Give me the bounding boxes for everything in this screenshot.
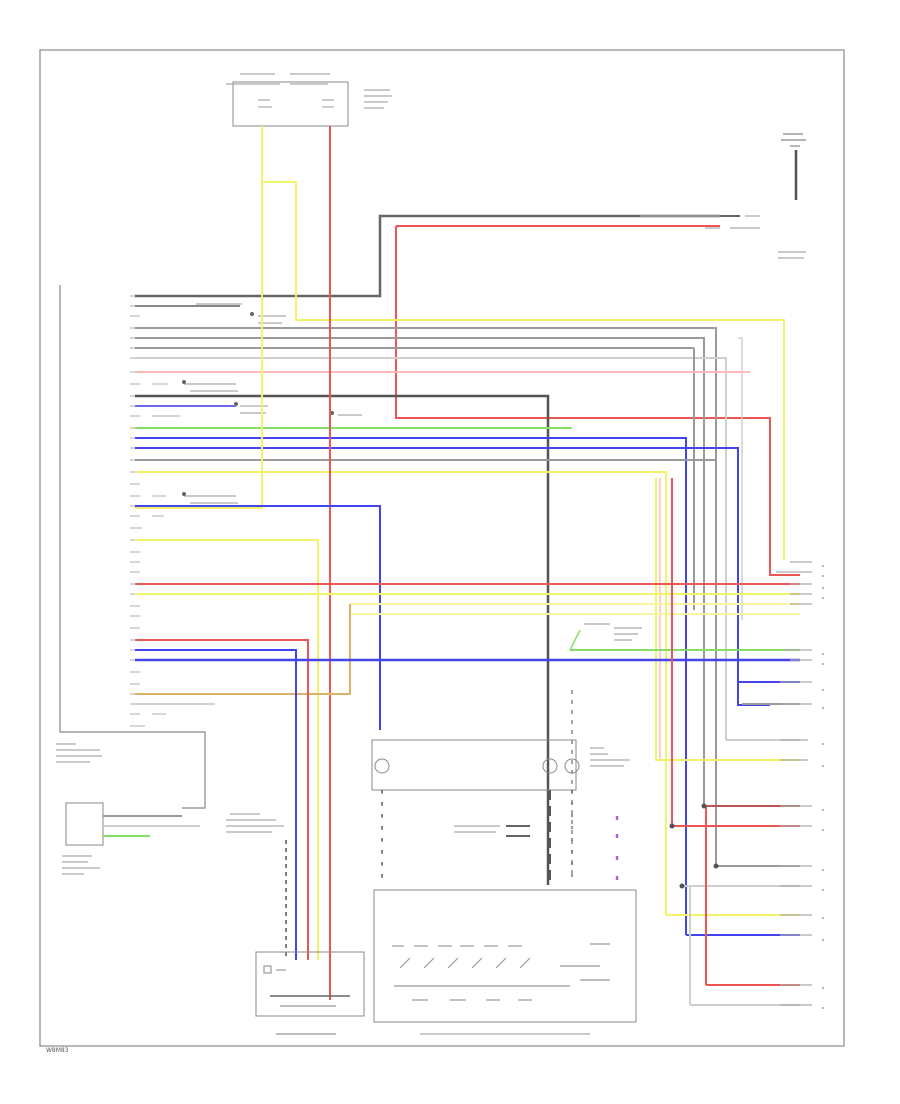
figure-code: W8M83	[46, 1047, 69, 1054]
annotation-marks	[184, 303, 362, 504]
wire-blue-448	[135, 447, 770, 706]
wire-black-396	[135, 394, 550, 885]
wire-lightyellow-vert	[135, 604, 351, 695]
wire-yellow-fuse	[135, 126, 263, 509]
steering-switch-box	[373, 889, 637, 1023]
ground-terminal	[781, 133, 806, 200]
clock-spring-box	[371, 739, 577, 791]
wire-green-diag	[569, 629, 581, 651]
wire-yellow-540	[135, 539, 319, 960]
lower-middle-marks	[226, 813, 530, 837]
wire-yellow-472	[135, 471, 667, 915]
splice-dots	[669, 803, 719, 889]
wire-gray-3	[135, 337, 705, 806]
annotation-dots	[182, 312, 334, 496]
display-unit-box	[255, 951, 365, 1017]
fuse-block-marks	[226, 73, 392, 109]
wire-red-top	[395, 226, 771, 575]
right-pin-marks	[822, 565, 824, 1009]
clock-spring-terminal-mid	[542, 758, 558, 774]
clock-spring-label-marks	[584, 623, 642, 767]
diagram-border	[39, 49, 845, 1047]
audio-unit-bracket	[59, 285, 206, 809]
wire-red-640	[135, 639, 309, 960]
wire-blue-506	[135, 505, 381, 712]
steering-switch-marks	[392, 943, 610, 1001]
audio-unit-label-marks	[56, 743, 102, 763]
display-unit-marks	[263, 965, 350, 1035]
top-right-codes	[640, 215, 806, 259]
right-terminal-codes	[776, 561, 812, 1006]
fuse-block	[232, 81, 349, 127]
wire-r-red-top	[769, 418, 800, 576]
wire-red-472b	[655, 478, 770, 761]
wire-gray-5	[135, 357, 727, 740]
wire-gray-2	[135, 327, 717, 866]
sensor-box	[65, 802, 104, 846]
clock-spring-terminal-left	[374, 758, 390, 774]
wire-blue-650	[135, 649, 297, 960]
wire-blue-438	[135, 437, 687, 935]
clock-spring-terminal-right	[564, 758, 580, 774]
wire-yellow-loop	[262, 181, 785, 560]
sensor-label-marks	[62, 855, 100, 875]
wire-lightgray-7	[738, 337, 743, 620]
connector-pin-ticks	[130, 295, 145, 727]
wire-black-top	[135, 214, 720, 298]
